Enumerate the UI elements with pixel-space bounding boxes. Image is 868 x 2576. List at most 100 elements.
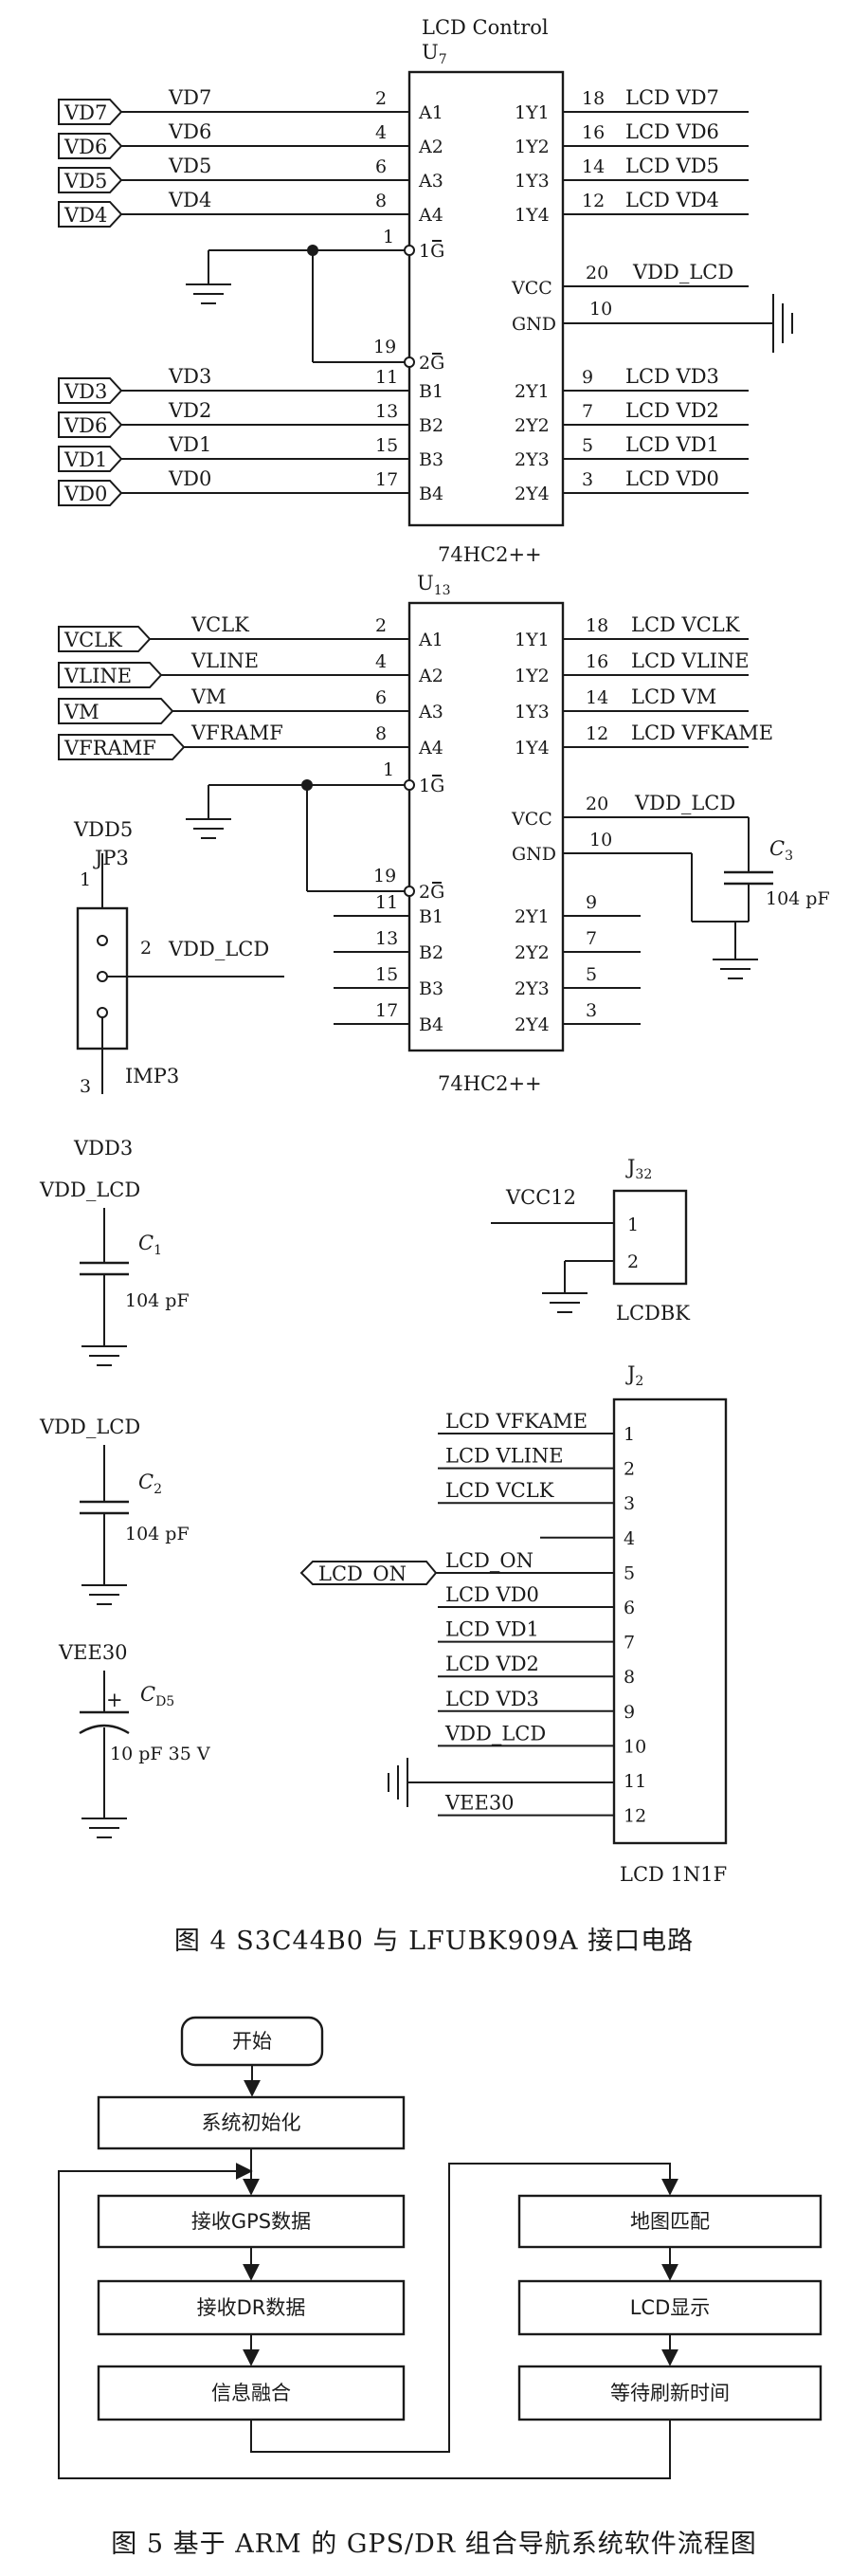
j2-pin: 5 [624, 1562, 635, 1583]
u13-g2-pin: 19 [373, 866, 396, 886]
u13-gnd-pin: 10 [589, 830, 612, 850]
u13-right-pin-name: 2Y4 [515, 1014, 550, 1035]
j2-ref: J2 [625, 1362, 643, 1389]
u13-left-net: VM [190, 685, 226, 708]
u7-g2-bubble [404, 356, 415, 368]
u7-g1-name: 1G [419, 241, 444, 262]
flow-lcd-show [517, 2279, 823, 2336]
u13-part: 74HC2++ [438, 1072, 542, 1095]
u13-g2-name: 2G [419, 882, 444, 903]
c1-capacitor: VDD_LCD C1 104 pF [39, 1178, 190, 1366]
c2-net: VDD_LCD [39, 1416, 140, 1438]
u7-g2-name: 2G [419, 353, 444, 374]
u7-g1-bubble [404, 245, 415, 256]
u13-left-pin-name: A1 [418, 630, 443, 650]
u13-left-pin: 6 [375, 687, 387, 708]
ground-symbol [186, 283, 231, 304]
u13-right-pin: 18 [586, 615, 608, 636]
u7-left-pin: 17 [375, 469, 398, 490]
ground-symbol [388, 1758, 408, 1807]
u7-port [58, 377, 123, 404]
u7-right-pin: 18 [582, 88, 605, 109]
ground-symbol [713, 959, 758, 979]
u7-port-label: VD3 [63, 380, 107, 403]
u13-port [58, 734, 186, 760]
u13-left-pin-name: B1 [419, 906, 443, 927]
flow-recv-dr [97, 2279, 406, 2336]
u13-right-pin: 14 [586, 687, 608, 708]
j2-pin-net: LCD VFKAME [445, 1410, 588, 1433]
ground-symbol [542, 1292, 588, 1313]
u7-right-pin-name: 2Y1 [515, 381, 550, 402]
j2-lcd-on-port-label: LCD_ON [318, 1562, 407, 1585]
u13-right-pin-name: 2Y1 [515, 906, 550, 927]
u7-left-pin-name: A3 [418, 171, 443, 192]
jp3-mid-net: VDD_LCD [168, 938, 269, 960]
u13-right-pin-name: 1Y3 [515, 702, 550, 722]
u13-right-pin-name: 1Y2 [515, 666, 550, 686]
ground-symbol [81, 1818, 127, 1838]
u13-left-pin: 15 [375, 964, 398, 985]
u13-port [58, 698, 174, 724]
u7-left-net: VD5 [168, 155, 211, 177]
u7-left-pin: 8 [375, 191, 387, 211]
u7-left-pin: 6 [375, 156, 387, 177]
u13-right-pin: 5 [586, 964, 597, 985]
u13-buffer: U13 74HC2++ VCLKVCLK2A1VLINEVLINE4A2VMVM… [58, 572, 830, 1095]
flow-arrow-wait-loop [58, 2163, 671, 2479]
u7-left-net: VD3 [168, 365, 211, 388]
flow-start-label: 开始 [232, 2030, 272, 2053]
u13-right-net: LCD VM [631, 685, 716, 708]
j2-pin: 6 [624, 1598, 635, 1618]
u13-g1-name: 1G [419, 776, 444, 796]
flow-map-match-label: 地图匹配 [630, 2210, 710, 2233]
u7-vcc-net: VDD_LCD [632, 261, 733, 283]
u13-right-net: LCD VFKAME [631, 722, 773, 744]
j2-pin-net: LCD VD3 [445, 1688, 539, 1710]
j32-connector: J32 VCC12 1 2 LCDBK [491, 1156, 690, 1325]
u7-left-pin: 13 [375, 401, 398, 422]
u7-left-pin: 2 [375, 88, 387, 109]
jp3-bottom-net: VDD3 [73, 1137, 133, 1160]
u7-right-pin-name: 1Y2 [515, 137, 550, 157]
c1-net: VDD_LCD [39, 1178, 140, 1201]
ground-symbol [772, 294, 793, 353]
u7-right-pin-name: 1Y1 [515, 102, 550, 123]
u13-port-label: VCLK [63, 629, 122, 651]
u7-left-pin-name: A1 [418, 102, 443, 123]
u13-left-pin-name: B3 [419, 978, 443, 999]
u7-right-pin: 16 [582, 122, 605, 143]
u7-right-pin: 7 [582, 401, 593, 422]
u7-port-label: VD5 [63, 170, 107, 192]
u7-port [58, 446, 123, 472]
j2-pin: 10 [624, 1736, 646, 1757]
jp3-jumper: VDD5 JP3 1 2 VDD_LCD 3 IMP3 VDD3 [73, 818, 284, 1160]
u13-right-pin: 3 [586, 1000, 597, 1021]
u7-left-pin: 11 [375, 367, 398, 388]
u7-port [58, 480, 123, 506]
u13-right-pin: 7 [586, 928, 597, 949]
fig4-caption: 图 4 S3C44B0 与 LFUBK909A 接口电路 [174, 1927, 694, 1956]
u7-port-label: VD1 [63, 448, 107, 471]
u7-left-pin-name: A4 [418, 205, 443, 226]
ground-symbol [186, 818, 231, 839]
cd5-value: 10 pF 35 V [110, 1744, 210, 1764]
u7-right-pin-name: 1Y3 [515, 171, 550, 192]
u7-right-pin-name: 2Y2 [515, 415, 550, 436]
u13-g1-bubble [404, 779, 415, 791]
u7-left-pin-name: B2 [419, 415, 443, 436]
jp3-pin2: 2 [140, 938, 152, 959]
u13-left-net: VLINE [190, 649, 259, 672]
u13-g1-pin: 1 [383, 759, 394, 780]
j2-pin: 9 [624, 1702, 635, 1723]
u7-right-net: LCD VD6 [625, 120, 719, 143]
flow-recv-dr-label: 接收DR数据 [197, 2296, 306, 2319]
u7-left-pin-name: A2 [418, 137, 443, 157]
u13-left-pin: 11 [375, 892, 398, 913]
u7-right-pin: 14 [582, 156, 605, 177]
u13-port-label: VM [63, 701, 99, 723]
u7-port-label: VD0 [63, 483, 107, 505]
